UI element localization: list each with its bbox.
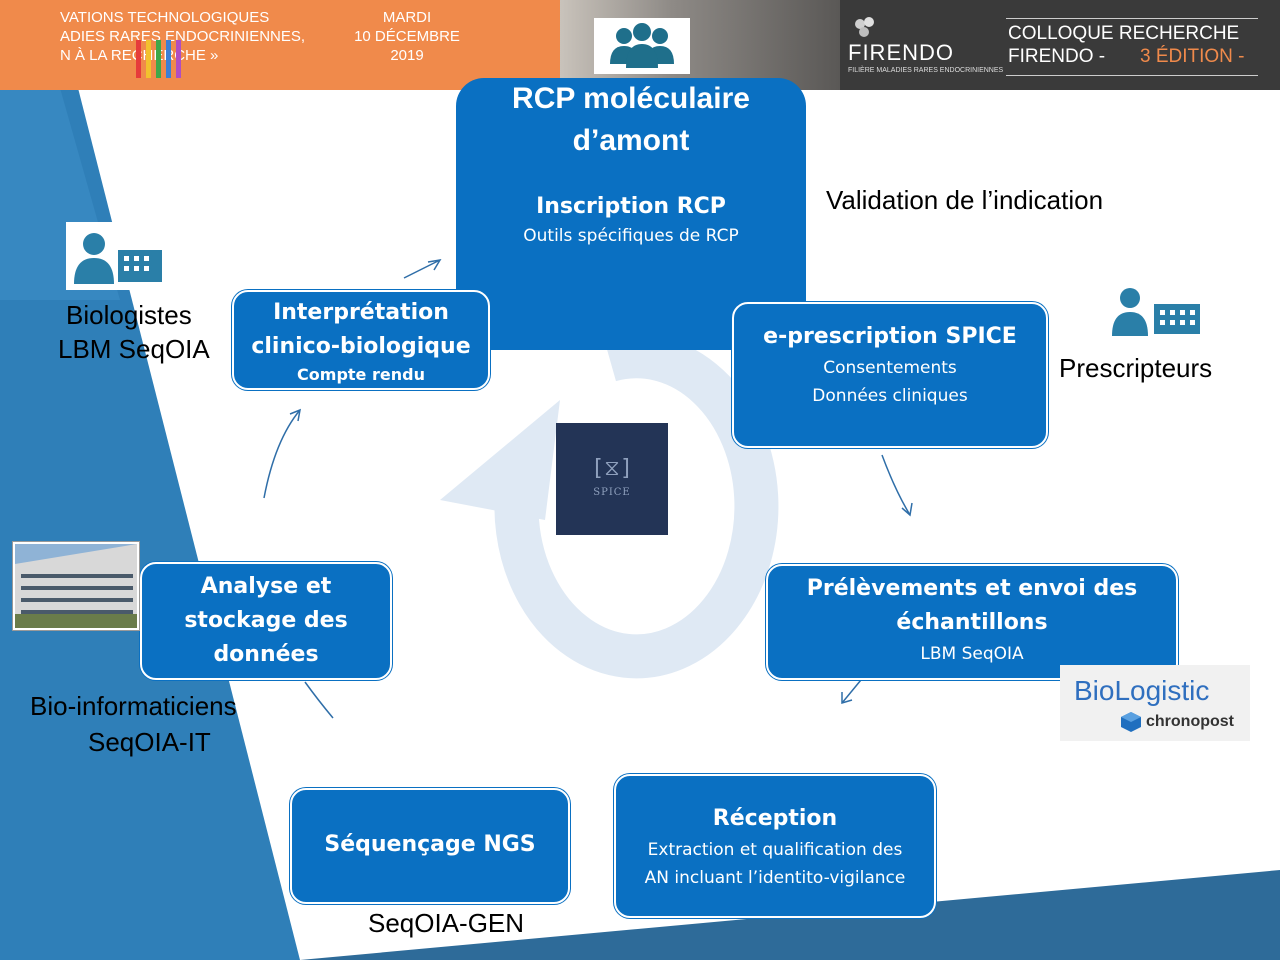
- colloque-line2: FIRENDO -: [1008, 46, 1106, 67]
- spice-logo-text: SPICE: [593, 487, 631, 498]
- label-lbm-seqoia: LBM SeqOIA: [58, 334, 210, 364]
- arrow-interp-to-rcp: [403, 259, 441, 279]
- chronopost-text: chronopost: [1146, 713, 1234, 730]
- epres-detail1: Consentements: [823, 358, 957, 378]
- label-validation: Validation de l’indication: [826, 185, 1104, 215]
- chronopost-cube-icon: [1121, 712, 1141, 732]
- arrow-analyse-to-interp: [263, 409, 301, 499]
- recep-title: Réception: [712, 806, 838, 831]
- prelev-line1: Prélèvements et envoi des: [806, 576, 1138, 601]
- banner-day: MARDI: [382, 9, 432, 26]
- header-banner: VATIONS TECHNOLOGIQUES ADIES RARES ENDOC…: [0, 0, 1280, 90]
- rcp-title: RCP moléculaire d’amont: [512, 82, 750, 157]
- banner-orange-block: [0, 0, 560, 90]
- building-photo: [13, 542, 139, 630]
- label-bioinformaticiens: Bio-informaticiens: [30, 691, 237, 721]
- doctor-hospital-icon: [66, 222, 168, 290]
- arrow-seq-to-analyse: [304, 681, 334, 719]
- seq-title: Séquençage NGS: [324, 832, 536, 857]
- prelev-detail: LBM SeqOIA: [920, 644, 1024, 664]
- banner-year: 2019: [390, 47, 424, 64]
- arrow-epres-to-prelev: [881, 454, 911, 516]
- box-analyse-stockage: Analyse et stockage des données: [140, 562, 392, 680]
- recep-detail1: Extraction et qualification des: [647, 840, 903, 860]
- recep-detail2: AN incluant l’identito-vigilance: [644, 868, 906, 888]
- label-prescripteurs: Prescripteurs: [1059, 353, 1213, 383]
- label-biologistes: Biologistes: [66, 300, 192, 330]
- banner-event-line2: ADIES RARES ENDOCRINIENNES,: [60, 28, 306, 45]
- label-seqoia-it: SeqOIA-IT: [88, 727, 211, 757]
- banner-date: 10 DÉCEMBRE: [354, 28, 460, 45]
- firendo-logo: FIRENDO: [848, 40, 954, 65]
- rcp-subtitle: Inscription RCP: [536, 194, 726, 219]
- epres-detail2: Données cliniques: [812, 386, 968, 406]
- colloque-frame: [1006, 18, 1258, 76]
- interp-line2: clinico-biologique: [251, 334, 471, 359]
- banner-event-line1: VATIONS TECHNOLOGIQUES: [60, 9, 270, 26]
- analyse-line3: données: [213, 642, 319, 667]
- biologistic-logo: BioLogistic chronopost: [1060, 665, 1250, 741]
- banner-color-bar: [176, 40, 181, 78]
- banner-color-bar: [136, 40, 141, 78]
- left-blue-panel: [0, 88, 300, 960]
- biologistic-text: BioLogistic: [1074, 675, 1210, 706]
- box-eprescription: e-prescription SPICE Consentements Donné…: [732, 302, 1048, 448]
- prelev-line2: échantillons: [896, 610, 1048, 635]
- interp-line1: Interprétation: [273, 300, 449, 325]
- firendo-flower-icon: [855, 17, 874, 37]
- banner-color-bar: [156, 40, 161, 78]
- box-reception: Réception Extraction et qualification de…: [614, 774, 936, 918]
- colloque-line1: COLLOQUE RECHERCHE: [1008, 23, 1240, 44]
- doctor-hospital-icon: [1108, 286, 1204, 340]
- analyse-line2: stockage des: [184, 608, 348, 633]
- cycle-arrow-watermark: [440, 334, 779, 679]
- analyse-line1: Analyse et: [200, 574, 332, 599]
- people-group-icon: [594, 18, 690, 74]
- box-interpretation: Interprétation clinico-biologique Compte…: [232, 290, 490, 390]
- banner-color-bar: [146, 40, 151, 78]
- firendo-subtitle: FILIÈRE MALADIES RARES ENDOCRINIENNES: [848, 67, 1004, 74]
- flow-arrows: [263, 167, 913, 719]
- label-seqoia-gen: SeqOIA-GEN: [368, 908, 525, 938]
- box-sequencage: Séquençage NGS: [290, 788, 570, 904]
- banner-color-bar: [166, 40, 171, 78]
- rcp-detail: Outils spécifiques de RCP: [523, 226, 739, 246]
- colloque-edition: 3 ÉDITION -: [1140, 46, 1245, 67]
- epres-title: e-prescription SPICE: [763, 324, 1017, 349]
- box-prelevements: Prélèvements et envoi des échantillons L…: [766, 564, 1178, 680]
- spice-logo: [⧖] SPICE: [556, 423, 668, 535]
- interp-detail: Compte rendu: [297, 365, 425, 384]
- svg-text:[⧖]: [⧖]: [591, 456, 633, 481]
